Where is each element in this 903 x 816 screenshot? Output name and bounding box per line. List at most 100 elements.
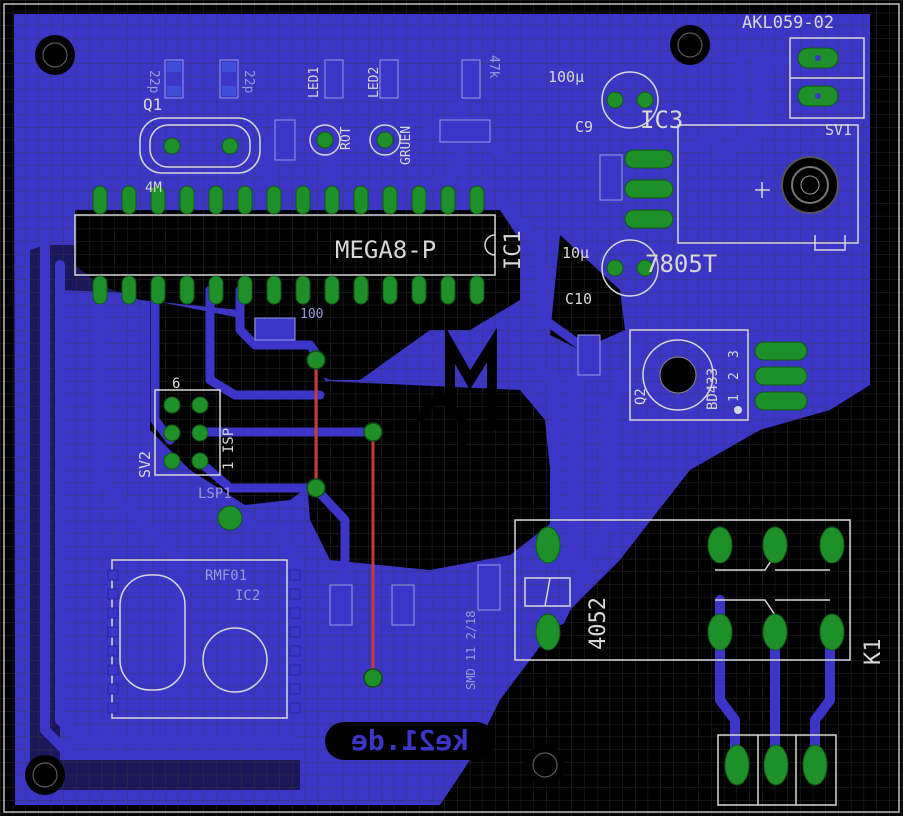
ic1-pin-pad xyxy=(179,185,195,215)
rmf01-pin-pad xyxy=(289,702,301,714)
ic1-pin-pad xyxy=(150,185,166,215)
q2-pin-1: 1 xyxy=(727,394,742,402)
ic1-pin-pad xyxy=(469,185,485,215)
rmf01-pin-pad xyxy=(289,626,301,638)
board-outline xyxy=(3,3,900,813)
ic1-pin-pad xyxy=(324,185,340,215)
rmf01-module[interactable]: LSP1 RMF01 IC2 xyxy=(107,486,301,719)
rmf01-pads xyxy=(107,569,301,714)
logo-mark xyxy=(414,326,497,455)
ic1-pin-pad xyxy=(295,185,311,215)
q2-ref: Q2 xyxy=(633,388,649,405)
rmf01-pin-pad xyxy=(289,569,301,581)
ic1-pin-pad xyxy=(353,275,369,305)
ic1-pin-pad xyxy=(411,275,427,305)
isp-label: 1 ISP xyxy=(221,428,237,470)
ic1-pin-pad xyxy=(266,185,282,215)
smd-parts-mid: SMD 11 2/18 100 xyxy=(300,154,623,690)
board-title: AKL059-02 xyxy=(742,13,834,33)
relay-k1[interactable]: 4052 K1 xyxy=(514,519,886,666)
c9-ref: C9 xyxy=(575,118,593,136)
regulator-type: 7805T xyxy=(645,250,717,278)
ic1-pin-pad xyxy=(121,185,137,215)
relay-type: 4052 xyxy=(586,597,611,650)
brand-text: ke21.de xyxy=(351,724,469,757)
rmf01-pin-pad xyxy=(107,702,119,714)
ic2-label: IC2 xyxy=(235,588,260,604)
mounting-holes xyxy=(25,25,710,795)
vias xyxy=(306,350,383,688)
ic1-pads xyxy=(92,185,485,305)
q2-pin-3: 3 xyxy=(727,350,742,358)
led1-color: ROT xyxy=(339,126,354,150)
ic1-pin-pad xyxy=(382,185,398,215)
c9-value: 100µ xyxy=(548,68,584,86)
lsp1-label: LSP1 xyxy=(198,486,232,502)
led1[interactable]: LED1 ROT xyxy=(307,67,354,156)
rmf01-pin-pad xyxy=(289,645,301,657)
regulator-ic3[interactable]: IC3 7805T xyxy=(624,106,859,278)
rmf01-pin-pad xyxy=(107,569,119,581)
sv1-ref: SV1 xyxy=(825,121,852,139)
ic1-pin-pad xyxy=(324,275,340,305)
ic1-pin-pad xyxy=(237,185,253,215)
led2-ref: LED2 xyxy=(367,67,382,98)
q2-type: BD433 xyxy=(705,368,721,410)
ic1-pin-pad xyxy=(179,275,195,305)
c10-value: 10µ xyxy=(562,244,589,262)
rmf01-pin-pad xyxy=(289,588,301,600)
sv1-connector[interactable]: SV1 xyxy=(789,37,865,139)
led2-color: GRUEN xyxy=(399,126,414,165)
transistor-q2[interactable]: Q2 BD433 3 2 1 xyxy=(629,329,808,421)
rmf01-pin-pad xyxy=(107,588,119,600)
rmf01-pin-pad xyxy=(289,664,301,676)
ic1-pin-pad xyxy=(469,275,485,305)
pot-100-label: 100 xyxy=(300,307,323,322)
rmf01-label: RMF01 xyxy=(205,568,247,584)
ic1-pin-pad xyxy=(411,185,427,215)
q2-pin-2: 2 xyxy=(727,372,742,380)
mirror-label-1: 22p xyxy=(241,70,256,94)
ic1-pin-pad xyxy=(382,275,398,305)
ic1-footprint[interactable]: MEGA8-P IC1 xyxy=(74,214,526,276)
crystal-freq: 4M xyxy=(145,180,162,196)
capacitor-c10[interactable]: 10µ C10 xyxy=(562,239,659,308)
isp-pin-6: 6 xyxy=(172,376,180,392)
ic1-pin-pad xyxy=(440,275,456,305)
ic1-pin-pad xyxy=(266,275,282,305)
led2[interactable]: LED2 GRUEN xyxy=(367,67,414,165)
crystal-q1[interactable]: Q1 4M xyxy=(139,95,261,196)
mirror-label-0: 22p xyxy=(146,70,161,94)
crystal-ref: Q1 xyxy=(143,95,162,114)
ic1-pin-pad xyxy=(150,275,166,305)
capacitor-c9[interactable]: 100µ C9 xyxy=(548,68,659,136)
rmf01-pin-pad xyxy=(289,607,301,619)
smd-caps-top: 22p 22p 47k xyxy=(146,55,501,341)
rmf01-pin-pad xyxy=(289,683,301,695)
ic1-pin-pad xyxy=(353,185,369,215)
mirror-label-2: 47k xyxy=(486,55,501,79)
rmf01-pin-pad xyxy=(107,664,119,676)
relay-ref: K1 xyxy=(861,639,886,666)
output-connector[interactable] xyxy=(717,734,837,806)
ic1-pin-pad xyxy=(121,275,137,305)
rmf01-pin-pad xyxy=(107,607,119,619)
led1-ref: LED1 xyxy=(307,67,322,98)
ic1-pin-pad xyxy=(92,185,108,215)
ic1-pin-pad xyxy=(92,275,108,305)
c10-ref: C10 xyxy=(565,290,592,308)
ic1-ref: IC1 xyxy=(501,230,526,270)
ic1-pin-pad xyxy=(295,275,311,305)
sv2-ref: SV2 xyxy=(136,451,154,478)
ic3-ref: IC3 xyxy=(640,106,683,134)
rmf01-pin-pad xyxy=(107,645,119,657)
ic1-pin-pad xyxy=(237,275,253,305)
ic1-pin-pad xyxy=(440,185,456,215)
ic1-name: MEGA8-P xyxy=(335,236,436,264)
ic1-pin-pad xyxy=(208,185,224,215)
smd-note: SMD 11 2/18 xyxy=(464,611,478,690)
rmf01-pin-pad xyxy=(107,626,119,638)
isp-header-sv2[interactable]: SV2 1 ISP 6 xyxy=(136,376,237,478)
